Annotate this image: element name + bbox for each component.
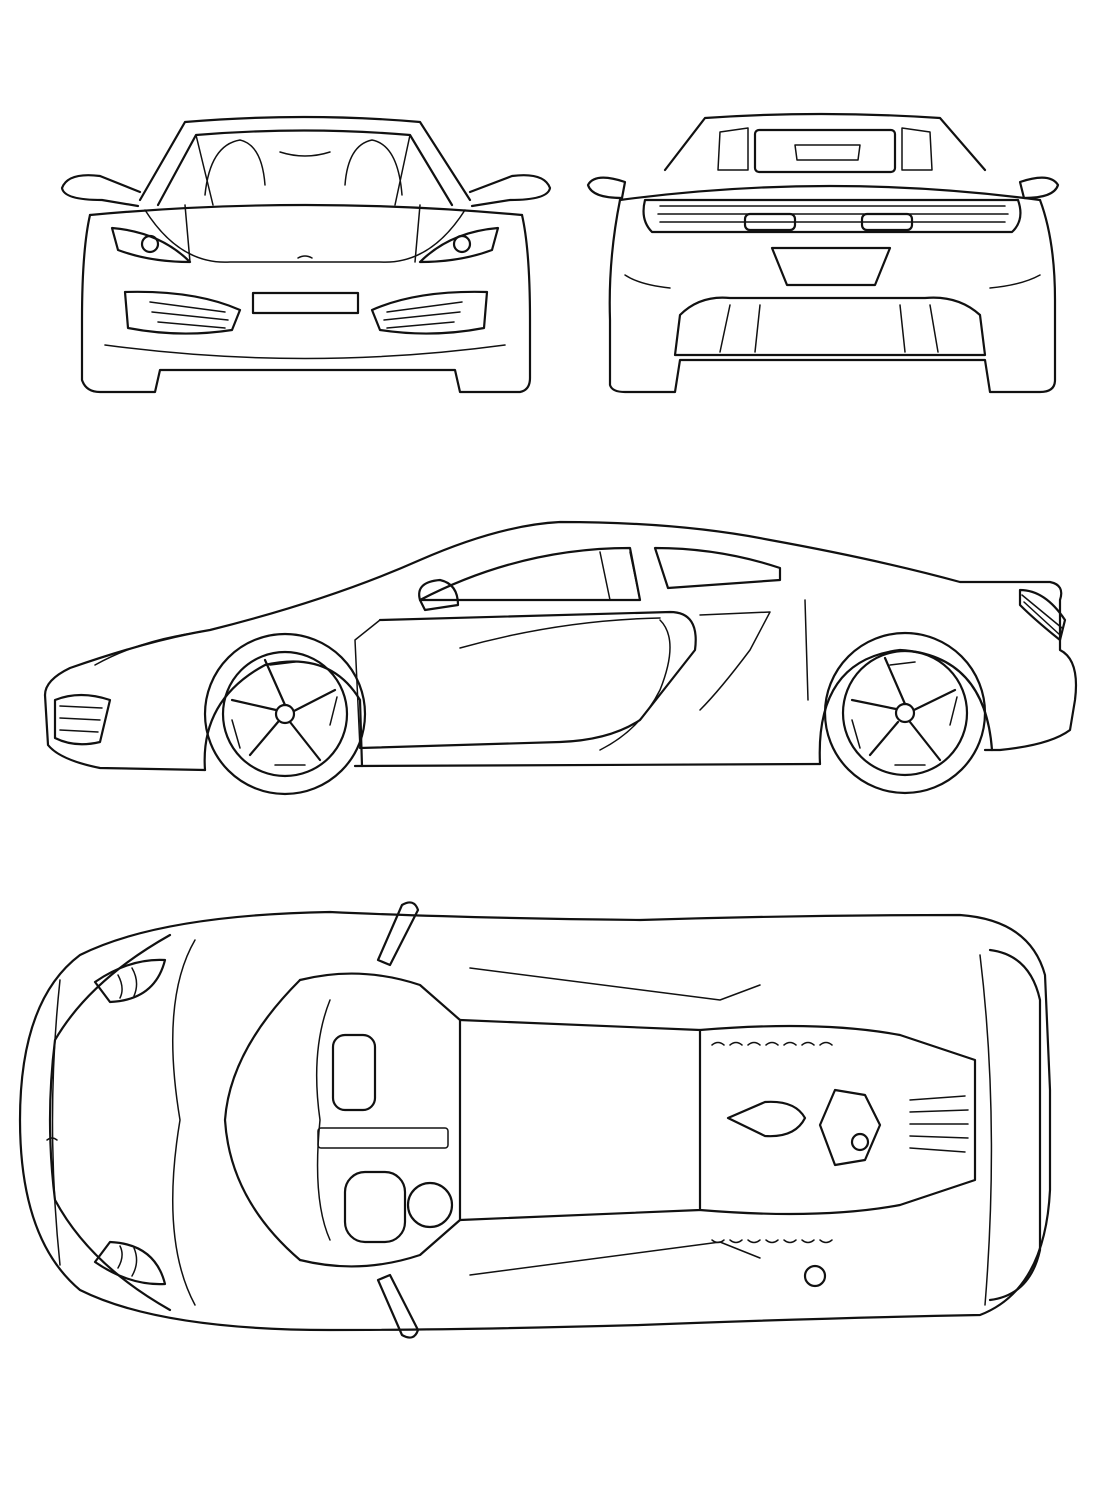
front-view: [60, 115, 552, 394]
side-view: [43, 520, 1078, 796]
top-view: [18, 901, 1052, 1339]
rear-view: [586, 112, 1060, 394]
